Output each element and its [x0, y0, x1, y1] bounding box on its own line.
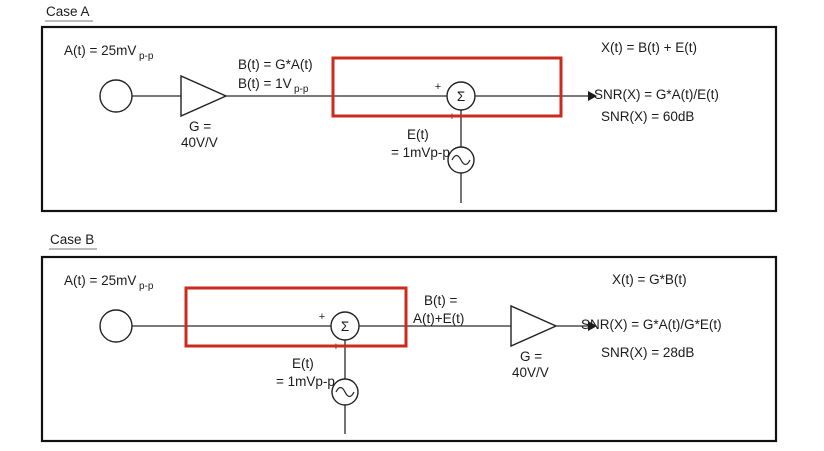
- case-a-amplifier-triangle: [180, 74, 228, 118]
- case-a-signal-eq-1: B(t) = G*A(t): [238, 57, 313, 72]
- case-a-signal-eq-2-subscript: p-p: [294, 84, 309, 95]
- case-a-input-label-subscript: p-p: [139, 51, 154, 62]
- case-a-signal-eq-2: B(t) = 1V: [238, 76, 292, 91]
- case-b-amplifier-triangle: [510, 304, 558, 348]
- case-a-title: Case A: [46, 4, 90, 19]
- case-a-output-eq: X(t) = B(t) + E(t): [601, 40, 697, 55]
- case-a-highlight-box: [331, 56, 563, 118]
- case-b-output-eq: X(t) = G*B(t): [612, 272, 687, 287]
- case-b-frame: [40, 255, 778, 443]
- case-a-source-circle: [99, 79, 133, 113]
- case-a-sigma-icon: Σ: [457, 89, 465, 104]
- case-b-source-circle: [99, 309, 133, 343]
- case-a-noise-label-1: E(t): [407, 127, 429, 142]
- case-b-noise-label-2: = 1mVp-p: [276, 374, 335, 389]
- case-b-sum-out-eq-2: A(t)+E(t): [413, 311, 464, 326]
- case-b: Case B A(t) = 25mV p-p E(t) = 1mVp-p Σ +…: [40, 232, 778, 443]
- case-b-sum-out-eq-1: B(t) =: [424, 293, 457, 308]
- case-b-input-label: A(t) = 25mV: [64, 273, 136, 288]
- case-a-gain-label-2: 40V/V: [181, 135, 218, 150]
- case-a-frame: [40, 25, 778, 213]
- case-a-gain-label-1: G =: [189, 119, 211, 134]
- case-b-gain-label-1: G =: [520, 349, 542, 364]
- case-b-arrowhead-icon: [588, 321, 597, 331]
- case-a-sine-icon: [451, 154, 471, 166]
- case-a-snr-value: SNR(X) = 60dB: [601, 109, 694, 124]
- case-a: Case A A(t) = 25mV p-p G = 40V/V B(t) = …: [40, 4, 778, 213]
- case-a-plus-input-icon: +: [435, 81, 441, 93]
- case-b-title: Case B: [50, 232, 94, 247]
- case-b-input-label-subscript: p-p: [139, 281, 154, 292]
- case-b-plus-input-icon: +: [319, 311, 325, 323]
- case-a-arrowhead-icon: [588, 91, 597, 101]
- case-b-noise-label-1: E(t): [292, 356, 314, 371]
- case-a-noise-label-2: = 1mVp-p: [391, 145, 450, 160]
- case-a-snr-eq: SNR(X) = G*A(t)/E(t): [594, 87, 719, 102]
- case-a-input-label: A(t) = 25mV: [64, 43, 136, 58]
- case-b-highlight-box: [184, 286, 408, 348]
- case-b-gain-label-2: 40V/V: [512, 365, 549, 380]
- case-b-sine-icon: [335, 386, 355, 398]
- case-b-snr-value: SNR(X) = 28dB: [601, 345, 694, 360]
- case-b-snr-eq: SNR(X) = G*A(t)/G*E(t): [581, 317, 722, 332]
- case-b-sigma-icon: Σ: [341, 319, 349, 334]
